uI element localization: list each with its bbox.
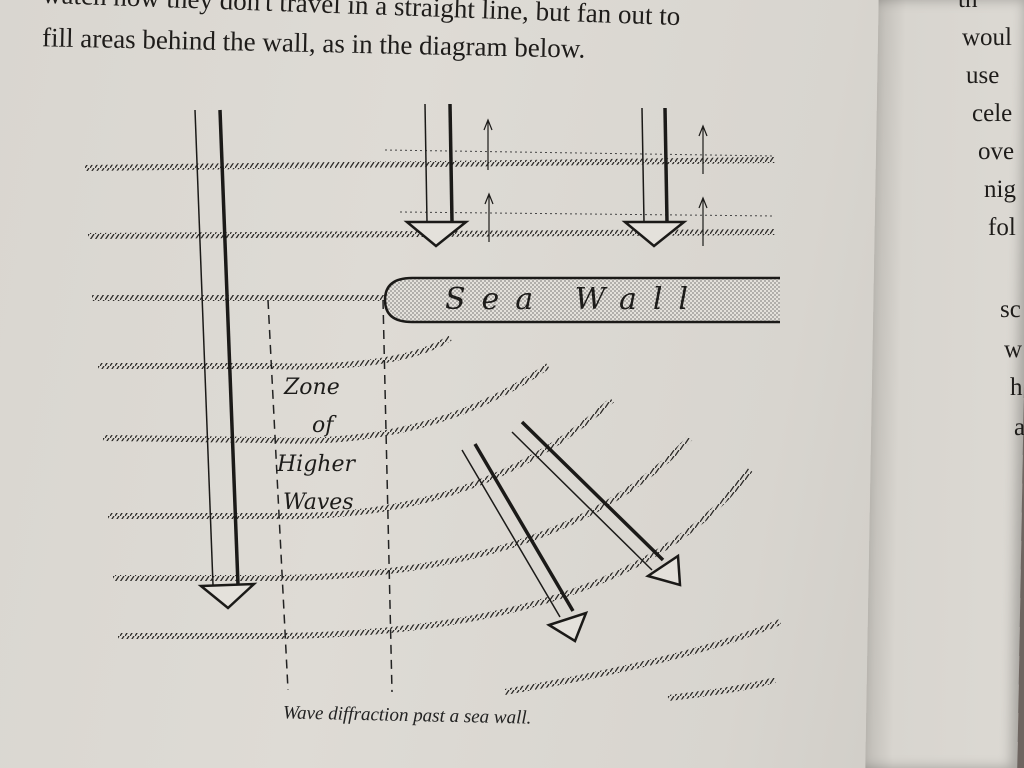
zone-label-line-1: Zone	[283, 375, 340, 400]
right-page-fragment: cele	[972, 100, 1013, 127]
sea-wall-label: Sea Wall	[445, 282, 704, 317]
diffracted-wave-arrow-2	[511, 420, 682, 587]
zone-label-line-3: Higher	[276, 452, 356, 477]
right-page-fragment: th	[958, 0, 977, 14]
sea-wall	[383, 276, 780, 324]
diffracted-wave-arrow-1	[461, 443, 589, 643]
incoming-wave-arrow-middle	[403, 103, 494, 248]
right-page-fragment: sc	[1000, 296, 1021, 323]
right-page-fragment: ove	[978, 138, 1015, 165]
diffracted-wave-crests	[269, 335, 782, 701]
left-book-page	[0, 0, 930, 768]
incoming-wave-arrow-left	[194, 109, 258, 610]
right-page-fragment: fol	[988, 214, 1016, 241]
right-page-fragment: a	[1014, 414, 1024, 441]
zone-label-line-4: Waves	[283, 490, 354, 515]
right-page-fragment: use	[966, 62, 1000, 89]
zone-label-line-2: of	[312, 413, 337, 438]
incoming-wave-arrow-right	[621, 107, 708, 248]
right-page-fragment: w	[1004, 336, 1023, 363]
right-page-fragment: h	[1010, 374, 1023, 401]
zone-boundaries	[267, 299, 393, 693]
right-page-fragment: woul	[962, 24, 1012, 51]
right-page-fragment: nig	[984, 176, 1016, 203]
